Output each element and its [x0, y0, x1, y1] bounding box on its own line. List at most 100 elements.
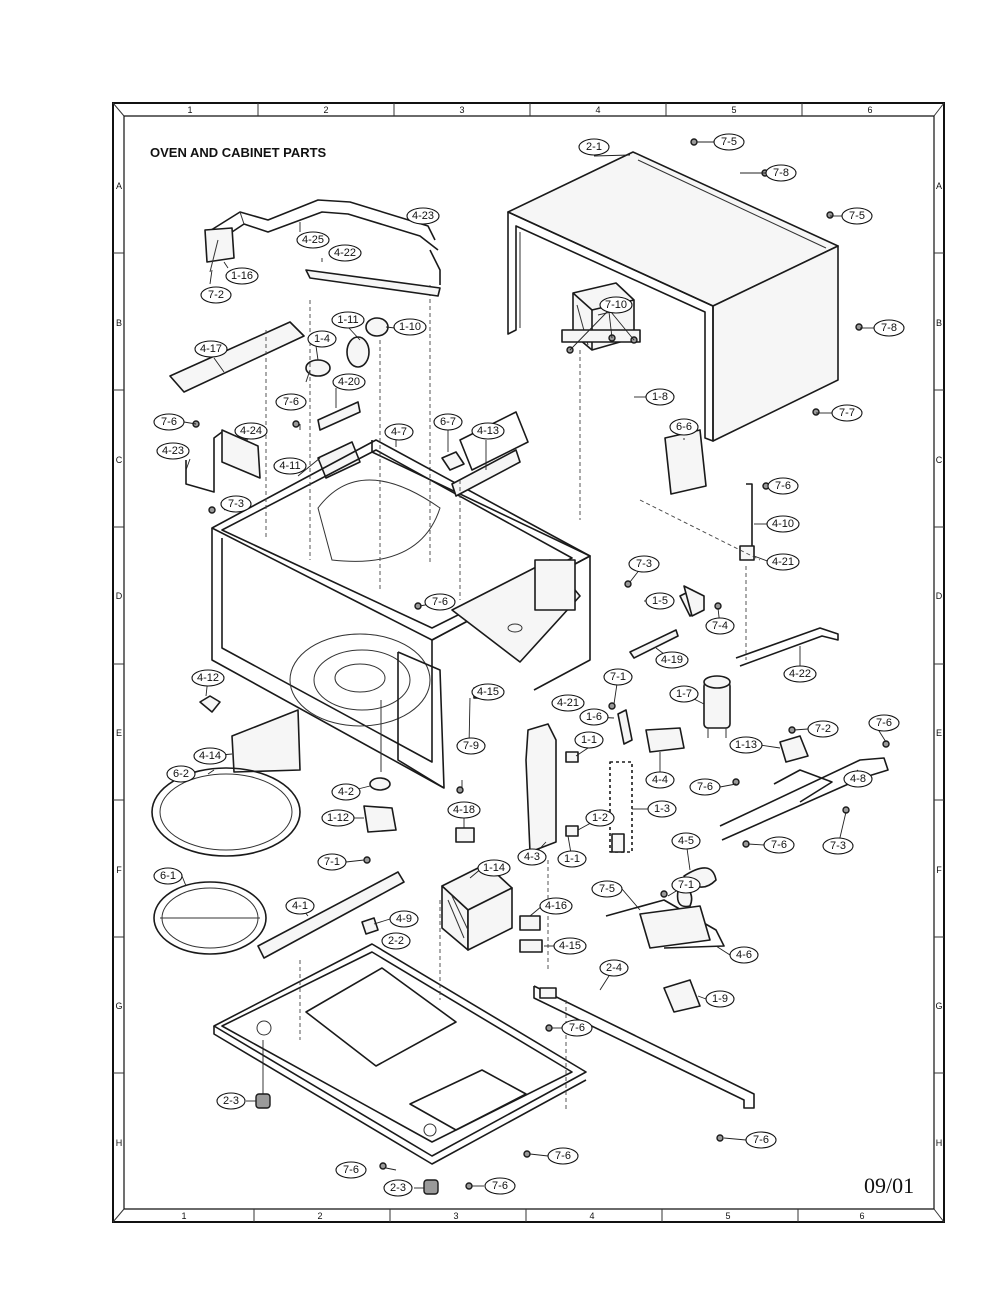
callout-4-21-center: 4-21: [552, 695, 584, 711]
callout-1-10: 1-10: [394, 319, 426, 335]
callout-1-1-top: 1-1: [575, 732, 603, 748]
row-label-right-h: H: [936, 1138, 943, 1148]
callout-1-6: 1-6: [580, 709, 608, 725]
svg-text:7-1: 7-1: [324, 856, 340, 868]
svg-text:4-3: 4-3: [524, 851, 540, 863]
row-label-left-f: F: [116, 865, 122, 875]
svg-text:7-3: 7-3: [228, 498, 244, 510]
svg-text:4-15: 4-15: [559, 940, 581, 952]
svg-text:7-8: 7-8: [773, 167, 789, 179]
callout-4-1: 4-1: [286, 898, 314, 914]
callout-1-2: 1-2: [586, 810, 614, 826]
svg-text:7-4: 7-4: [712, 620, 728, 632]
svg-text:7-5: 7-5: [721, 136, 737, 148]
svg-text:1-16: 1-16: [231, 270, 253, 282]
row-label-left-d: D: [116, 591, 123, 601]
callout-4-10: 4-10: [767, 516, 799, 532]
svg-text:7-5: 7-5: [599, 883, 615, 895]
callout-7-6-far-right: 7-6: [869, 715, 899, 731]
svg-text:4-23: 4-23: [412, 210, 434, 222]
col-label-top-3: 3: [459, 105, 464, 115]
callout-7-5-top: 7-5: [714, 134, 744, 150]
svg-text:1-5: 1-5: [652, 595, 668, 607]
base-bar: [258, 872, 404, 958]
svg-text:1-3: 1-3: [654, 803, 670, 815]
svg-text:4-21: 4-21: [557, 697, 579, 709]
callout-7-10: 7-10: [600, 297, 632, 313]
svg-text:7-6: 7-6: [555, 1150, 571, 1162]
callout-4-23-left: 4-23: [157, 443, 189, 459]
svg-text:1-6: 1-6: [586, 711, 602, 723]
switch-holder-assembly: [526, 724, 632, 852]
callout-1-4: 1-4: [308, 331, 336, 347]
monitor-switch: [680, 586, 704, 616]
svg-text:4-11: 4-11: [279, 460, 300, 472]
svg-text:1-8: 1-8: [652, 391, 668, 403]
callout-4-6: 4-6: [730, 947, 758, 963]
svg-text:4-2: 4-2: [338, 786, 354, 798]
svg-text:7-10: 7-10: [605, 299, 627, 311]
svg-text:1-9: 1-9: [712, 993, 728, 1005]
callout-4-8: 4-8: [844, 771, 872, 787]
callout-7-6-left: 7-6: [154, 414, 184, 430]
callout-7-6-bottom-right: 7-6: [746, 1132, 776, 1148]
svg-text:6-6: 6-6: [676, 421, 692, 433]
callout-7-6-fan: 7-6: [764, 837, 794, 853]
callout-4-5: 4-5: [672, 833, 700, 849]
turntable-support: [154, 882, 266, 954]
svg-text:7-6: 7-6: [771, 839, 787, 851]
callout-7-3-right: 7-3: [823, 838, 853, 854]
high-voltage-transformer: [442, 864, 512, 950]
svg-text:7-2: 7-2: [208, 289, 224, 301]
svg-text:7-6: 7-6: [161, 416, 177, 428]
waveguide-cover: [665, 430, 706, 494]
callout-2-1: 2-1: [579, 139, 609, 155]
callout-4-11: 4-11: [274, 458, 306, 474]
svg-text:1-1: 1-1: [581, 734, 597, 746]
callout-4-21-right: 4-21: [767, 554, 799, 570]
svg-text:1-14: 1-14: [483, 862, 505, 874]
svg-text:7-6: 7-6: [283, 396, 299, 408]
top-air-duct: [208, 200, 440, 565]
callout-4-16: 4-16: [540, 898, 572, 914]
svg-text:1-7: 1-7: [676, 688, 692, 700]
callout-4-7: 4-7: [385, 424, 413, 440]
col-label-bottom-3: 3: [453, 1211, 458, 1221]
svg-text:7-5: 7-5: [849, 210, 865, 222]
callout-4-15-bottom: 4-15: [554, 938, 586, 954]
callout-7-6-bottom-mid: 7-6: [548, 1148, 578, 1164]
callout-7-6-bottom: 7-6: [485, 1178, 515, 1194]
row-label-right-d: D: [936, 591, 943, 601]
row-label-left-b: B: [116, 318, 122, 328]
col-label-bottom-5: 5: [725, 1211, 730, 1221]
base-plate: [214, 944, 586, 1164]
svg-text:1-10: 1-10: [399, 321, 421, 333]
callout-7-1-fan: 7-1: [672, 877, 700, 893]
svg-text:7-6: 7-6: [492, 1180, 508, 1192]
svg-text:4-6: 4-6: [736, 949, 752, 961]
door-stopper: [200, 696, 220, 712]
svg-text:1-12: 1-12: [327, 812, 349, 824]
spacer: [362, 918, 378, 934]
svg-text:6-2: 6-2: [173, 768, 189, 780]
part-callouts: 7-5 2-1 7-8 7-5 4-23 4-25 4-22 1-16 7-2 …: [154, 134, 904, 1196]
svg-text:4-15: 4-15: [477, 686, 499, 698]
callout-2-3-left: 2-3: [217, 1093, 245, 1109]
turntable-motor: [364, 700, 396, 832]
callout-7-1-motor: 7-1: [318, 854, 346, 870]
callout-4-20: 4-20: [333, 374, 365, 390]
callout-4-24: 4-24: [235, 423, 267, 439]
svg-text:4-12: 4-12: [197, 672, 219, 684]
lower-guide-rod: [736, 628, 838, 666]
svg-text:7-6: 7-6: [569, 1022, 585, 1034]
svg-text:1-4: 1-4: [314, 333, 330, 345]
insulator: [520, 916, 540, 930]
callout-4-4: 4-4: [646, 772, 674, 788]
callout-4-3: 4-3: [518, 849, 546, 865]
svg-text:7-2: 7-2: [815, 723, 831, 735]
col-label-bottom-2: 2: [317, 1211, 322, 1221]
svg-text:4-22: 4-22: [789, 668, 811, 680]
right-side-bracket: [740, 484, 754, 560]
left-bracket-assembly: [186, 430, 260, 492]
